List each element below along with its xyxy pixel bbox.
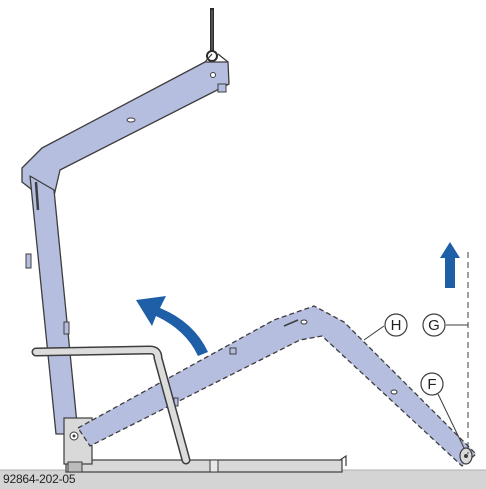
- callout-h: H: [363, 313, 408, 341]
- push-handle: [31, 345, 191, 465]
- boom-arm: [21, 53, 230, 197]
- callout-h-label: H: [391, 317, 402, 334]
- callout-f-label: F: [427, 376, 436, 393]
- rotate-arrow-icon: [136, 296, 208, 356]
- mast: [25, 175, 79, 435]
- folding-leg: [77, 305, 477, 467]
- callout-g: G: [422, 313, 468, 337]
- callout-f: F: [420, 372, 465, 449]
- floor: [0, 470, 486, 489]
- up-arrow-icon: [440, 242, 460, 288]
- document-number: 92864-202-05: [3, 472, 76, 486]
- hook-icon: [206, 8, 218, 62]
- callout-g-label: G: [428, 317, 440, 334]
